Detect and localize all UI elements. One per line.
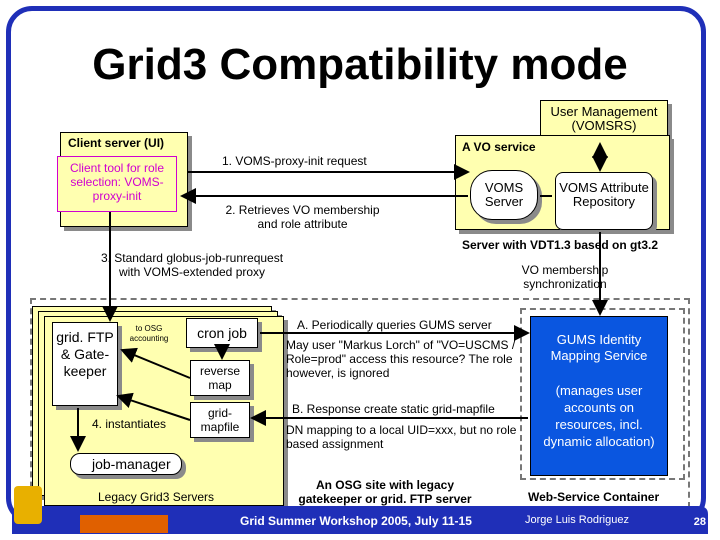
ufl-logo bbox=[14, 486, 42, 524]
query-gums-note: May user "Markus Lorch" of "VO=USCMS / R… bbox=[286, 338, 516, 380]
step-2-label: 2. Retrieves VO membership and role attr… bbox=[225, 203, 380, 231]
osg-site-label: An OSG site with legacy gatekeeper or gr… bbox=[298, 478, 472, 506]
arrow-gridmap-to-ftp bbox=[116, 392, 191, 421]
gridmapfile-label: grid-mapfile bbox=[200, 406, 240, 434]
gums-service-label: GUMS Identity Mapping Service bbox=[550, 332, 648, 363]
cron-job-label: cron job bbox=[197, 325, 247, 341]
reverse-map-label: reverse map bbox=[199, 364, 240, 392]
slide-number: 28 bbox=[693, 516, 706, 528]
voms-repository-box: VOMS Attribute Repository bbox=[555, 172, 653, 230]
client-server-label: Client server (UI) bbox=[68, 136, 165, 150]
vo-service-label: A VO service bbox=[462, 140, 536, 154]
step-1-label: 1. VOMS-proxy-init request bbox=[222, 154, 367, 168]
voms-server-box: VOMS Server bbox=[470, 170, 538, 220]
query-gums-label: A. Periodically queries GUMS server bbox=[297, 318, 492, 332]
voms-repository-label: VOMS Attribute Repository bbox=[559, 180, 649, 209]
reverse-map-box: reverse map bbox=[190, 360, 250, 396]
gridftp-gatekeeper-box: grid. FTP & Gate-keeper bbox=[52, 322, 118, 406]
response-label: B. Response create static grid-mapfile bbox=[292, 402, 495, 416]
sync-note: VO membership synchronization bbox=[521, 263, 609, 291]
legacy-servers-label: Legacy Grid3 Servers bbox=[98, 490, 215, 504]
client-tool-label: Client tool for role selection: VOMS-pro… bbox=[69, 161, 165, 203]
job-manager-box bbox=[70, 453, 182, 475]
step-4-label: 4. instantiates bbox=[92, 417, 167, 431]
step-3-label: 3. Standard globus-job-runrequest with V… bbox=[100, 251, 284, 279]
workshop-text: Grid Summer Workshop 2005, July 11-15 bbox=[240, 514, 472, 528]
gridmapfile-box: grid-mapfile bbox=[190, 402, 250, 438]
user-management-label: User Management (VOMSRS) bbox=[550, 104, 658, 133]
logo-strip bbox=[80, 515, 168, 533]
client-tool-box: Client tool for role selection: VOMS-pro… bbox=[57, 156, 177, 212]
response-note: DN mapping to a local UID=xxx, but no ro… bbox=[286, 423, 517, 451]
cron-job-box: cron job bbox=[186, 318, 258, 348]
author-text: Jorge Luis Rodriguez bbox=[525, 514, 629, 526]
gums-description: (manages user accounts on resources, inc… bbox=[543, 383, 655, 449]
gridftp-gatekeeper-label: grid. FTP & Gate-keeper bbox=[56, 329, 114, 379]
to-osg-label: to OSG accounting bbox=[129, 324, 169, 343]
job-manager-label: job-manager bbox=[92, 456, 171, 472]
gums-service-box bbox=[530, 316, 668, 476]
server-note: Server with VDT1.3 based on gt3.2 bbox=[462, 238, 659, 252]
arrow-reverse-map bbox=[120, 347, 191, 379]
voms-server-label: VOMS Server bbox=[484, 180, 524, 209]
bottom-bar bbox=[12, 506, 708, 534]
web-service-container-label: Web-Service Container bbox=[528, 490, 660, 504]
slide-title: Grid3 Compatibility mode bbox=[92, 40, 628, 89]
